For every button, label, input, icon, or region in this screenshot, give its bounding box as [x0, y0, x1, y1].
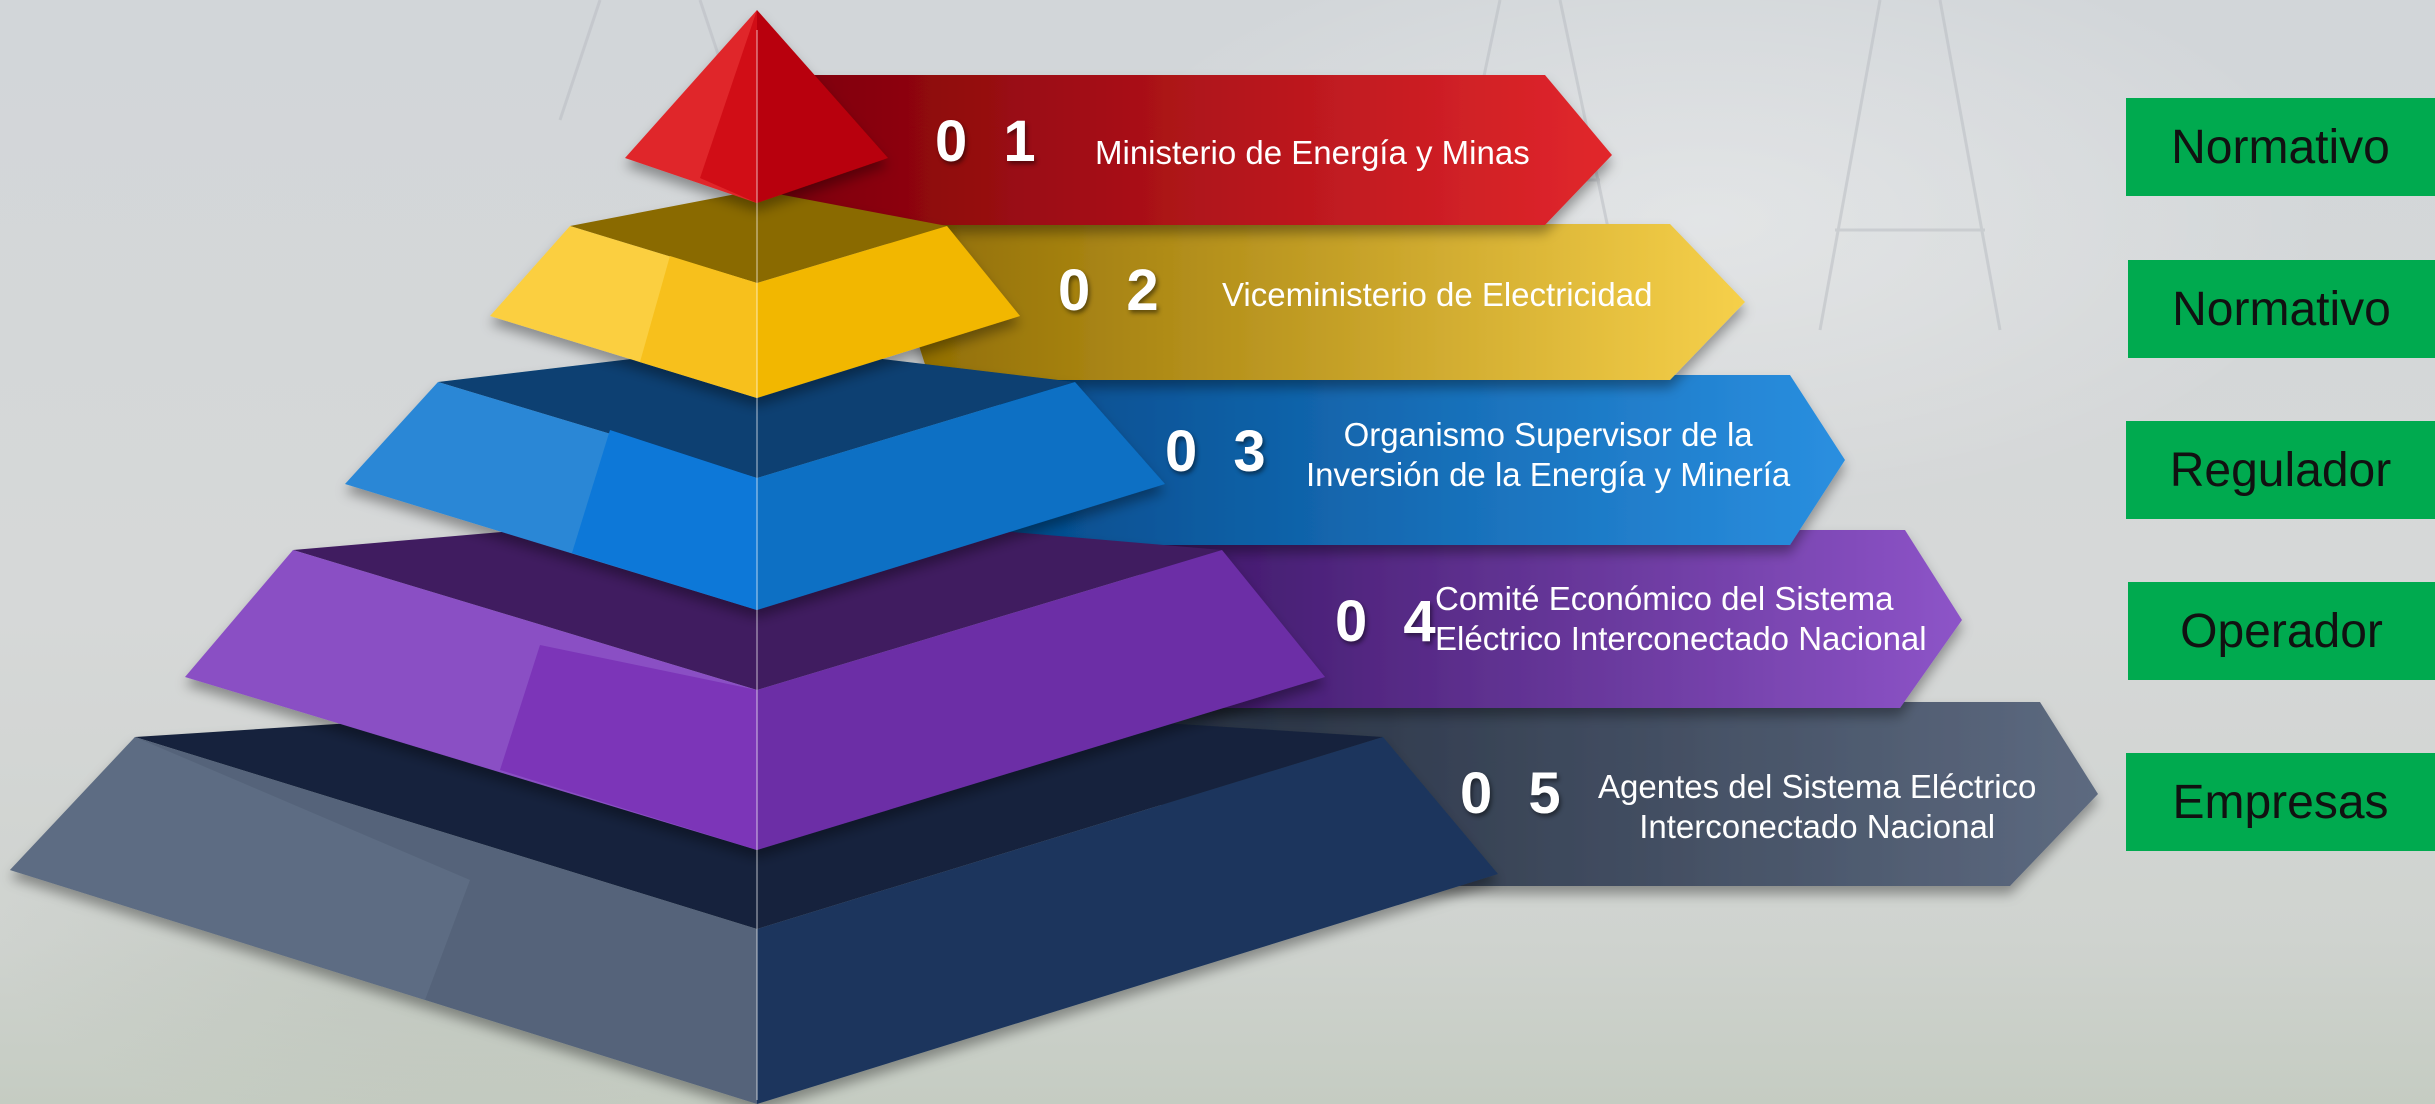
role-box-regulador: Regulador — [2126, 421, 2435, 519]
banner-level-1 — [780, 75, 1612, 225]
banner-level-3 — [1000, 375, 1845, 545]
level-1-label: Ministerio de Energía y Minas — [1095, 133, 1530, 173]
banner-level-4 — [1140, 530, 1962, 708]
pyramid-tier-2 — [490, 190, 1020, 398]
level-1-number: 0 1 — [935, 109, 1046, 174]
pyramid-tier-1 — [625, 10, 888, 203]
level-3-label-line-1: Organismo Supervisor de la — [1343, 416, 1753, 453]
level-5-label: Agentes del Sistema Eléctrico Interconec… — [1598, 767, 2036, 847]
level-5-number: 0 5 — [1460, 761, 1571, 826]
pyramid-tier-3 — [345, 344, 1165, 610]
level-1-label-line: Ministerio de Energía y Minas — [1095, 134, 1530, 171]
level-3-number: 0 3 — [1165, 419, 1276, 484]
level-3-label: Organismo Supervisor de la Inversión de … — [1306, 415, 1790, 495]
level-2-number: 0 2 — [1058, 258, 1169, 323]
level-5-label-line-2: Interconectado Nacional — [1639, 808, 1996, 845]
level-4-label: Comité Económico del Sistema Eléctrico I… — [1435, 579, 1927, 659]
level-3-label-line-2: Inversión de la Energía y Minería — [1306, 456, 1791, 493]
level-2-label-line: Viceministerio de Electricidad — [1222, 276, 1653, 313]
level-5-label-line-1: Agentes del Sistema Eléctrico — [1598, 768, 2037, 805]
role-box-normativo-2: Normativo — [2128, 260, 2435, 358]
role-box-empresas: Empresas — [2126, 753, 2435, 851]
level-4-number: 0 4 — [1335, 589, 1446, 654]
role-box-operador: Operador — [2128, 582, 2435, 680]
banner-level-2 — [880, 224, 1745, 380]
level-4-label-line-2: Eléctrico Interconectado Nacional — [1435, 620, 1927, 657]
level-4-label-line-1: Comité Económico del Sistema — [1435, 580, 1894, 617]
level-2-label: Viceministerio de Electricidad — [1222, 275, 1652, 315]
role-box-normativo-1: Normativo — [2126, 98, 2435, 196]
